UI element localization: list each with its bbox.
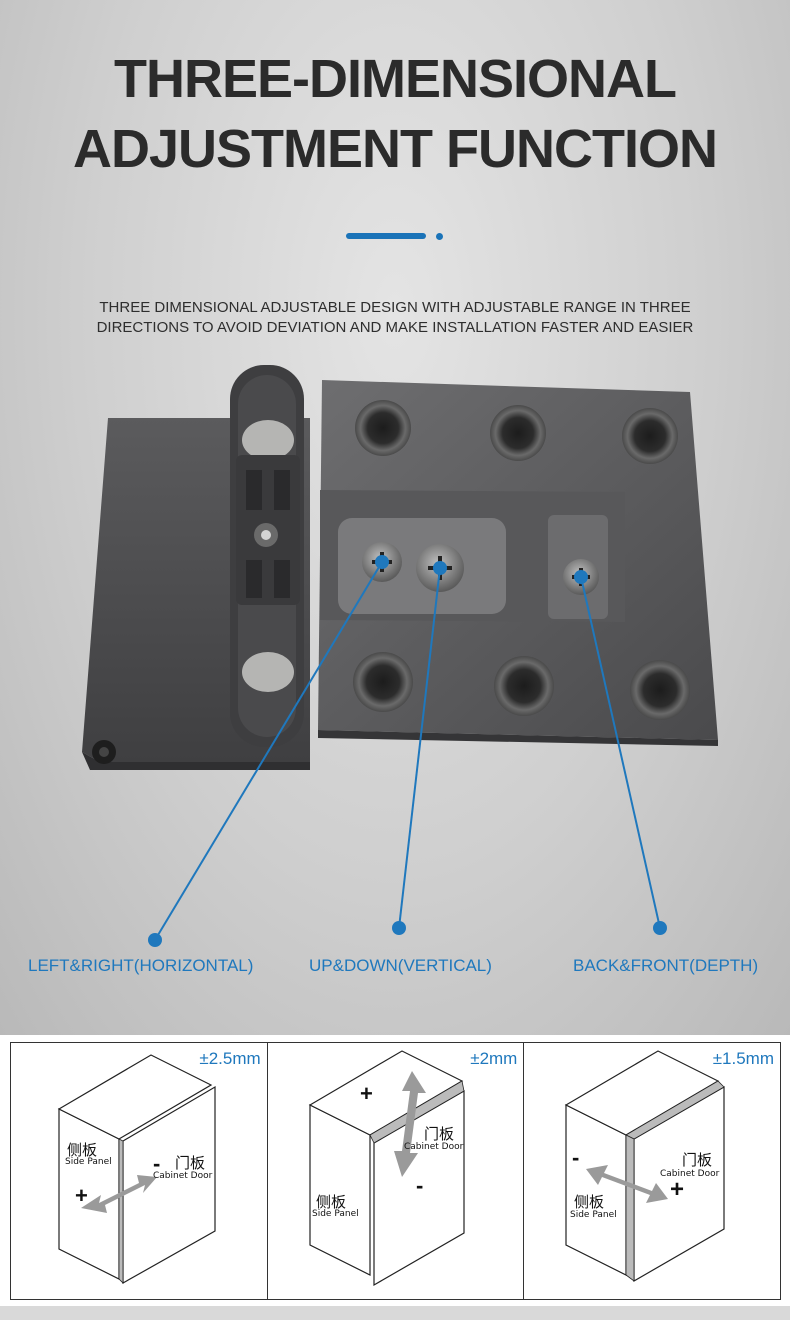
accent-bar: [346, 233, 426, 239]
adjustment-diagrams: ±2.5mm + - 侧板 Side Panel 门板 Cabinet Door…: [10, 1042, 781, 1300]
footer-strip: [0, 1306, 790, 1320]
side-panel-en: Side Panel: [570, 1210, 617, 1220]
cabinet-diagram-depth: - + 侧板 Side Panel 门板 Cabinet Door: [565, 1050, 725, 1283]
callout-vertical: UP&DOWN(VERTICAL): [309, 956, 492, 975]
cabinet-door-zh: 门板: [175, 1154, 205, 1172]
range-depth: ±1.5mm: [712, 1049, 775, 1068]
plus-sign: +: [670, 1176, 684, 1203]
callout-depth: BACK&FRONT(DEPTH): [573, 956, 759, 975]
cabinet-door-en: Cabinet Door: [660, 1169, 720, 1179]
minus-sign: -: [416, 1173, 423, 1198]
panel-horizontal: ±2.5mm + - 侧板 Side Panel 门板 Cabinet Door: [11, 1043, 268, 1299]
cabinet-door-en: Cabinet Door: [153, 1171, 213, 1181]
left-plate-edge: [82, 752, 310, 770]
page-title-line1: THREE-DIMENSIONAL: [114, 49, 677, 109]
side-panel-en: Side Panel: [312, 1209, 359, 1219]
plus-sign: +: [360, 1081, 373, 1106]
callout-horizontal: LEFT&RIGHT(HORIZONTAL): [28, 956, 254, 975]
cabinet-door-en: Cabinet Door: [404, 1142, 464, 1152]
accent-dot: [436, 233, 443, 240]
side-panel-zh: 侧板: [316, 1193, 346, 1211]
subtitle-line2: DIRECTIONS TO AVOID DEVIATION AND MAKE I…: [96, 319, 694, 336]
plus-sign: +: [75, 1183, 88, 1208]
range-vertical: ±2mm: [470, 1049, 518, 1068]
cabinet-door-zh: 门板: [682, 1151, 712, 1169]
hinge-illustration: [82, 365, 718, 947]
side-panel-zh: 侧板: [574, 1193, 604, 1211]
cabinet-door-zh: 门板: [424, 1125, 454, 1143]
side-panel-en: Side Panel: [65, 1157, 112, 1167]
side-panel-zh: 侧板: [67, 1141, 97, 1159]
panel-depth: ±1.5mm - + 侧板 Side Panel 门板 Cabinet Door: [524, 1043, 780, 1299]
cabinet-diagram-vertical: + - 侧板 Side Panel 门板 Cabinet Door: [308, 1050, 465, 1287]
cabinet-diagram-horizontal: + - 侧板 Side Panel 门板 Cabinet Door: [57, 1054, 216, 1285]
page-title-line2: ADJUSTMENT FUNCTION: [73, 119, 718, 179]
range-horizontal: ±2.5mm: [199, 1049, 261, 1068]
minus-sign: -: [572, 1145, 579, 1170]
panel-vertical: ±2mm + - 侧板 Side Panel 门板 Cabinet Door: [268, 1043, 525, 1299]
subtitle-line1: THREE DIMENSIONAL ADJUSTABLE DESIGN WITH…: [99, 299, 691, 316]
minus-sign: -: [153, 1151, 160, 1176]
